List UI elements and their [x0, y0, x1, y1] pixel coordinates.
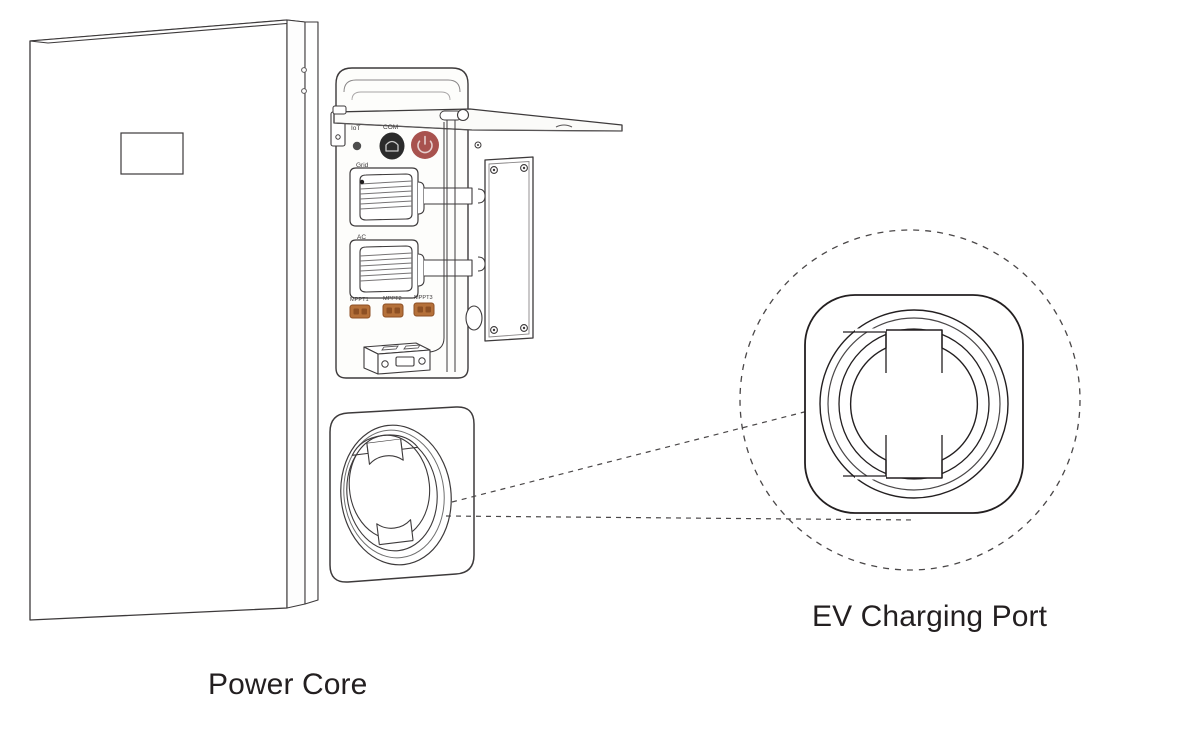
grid-plug-ribs [359, 180, 413, 210]
strip-screw-top [301, 67, 307, 73]
side-cover-outline [484, 156, 534, 342]
shelf-front-lip [333, 122, 623, 132]
mppt1-pin-left [353, 308, 359, 315]
callout-line-lower [445, 515, 917, 521]
magnifier-dashed-circle [739, 229, 1081, 571]
cabinet-front-face [29, 19, 288, 621]
detail-ring-middle [838, 328, 990, 480]
grid-gland-group: Grid [349, 162, 473, 227]
mppt3-connector[interactable] [413, 302, 435, 317]
magnified-detail-group [739, 229, 1081, 571]
mppt2-pin-left [386, 307, 392, 314]
panel-housing-ridge [351, 91, 451, 101]
bracket-cable [429, 122, 445, 353]
panel-housing-inner-line [343, 79, 461, 93]
mppt3-pin-left [417, 306, 423, 313]
ev-port-keyway-bottom [376, 519, 414, 545]
side-cover-screw-tl-dot [492, 168, 496, 172]
bracket-center-window [395, 356, 415, 367]
com-port-connector[interactable] [379, 132, 405, 160]
bracket-slot-right [403, 344, 421, 350]
side-cover-tab-2 [477, 256, 486, 272]
bracket-screw-right [418, 357, 426, 365]
side-cover-tab-3 [465, 305, 483, 331]
cabinet-side-strip [286, 19, 306, 609]
shelf-end-tab [555, 124, 573, 128]
bracket-screw-left [381, 360, 389, 368]
iot-port-group[interactable]: IoT [351, 125, 362, 151]
ev-port-inner-body-group [348, 434, 431, 546]
iot-indicator-led[interactable] [352, 141, 362, 151]
mppt1-connector[interactable] [349, 304, 371, 319]
bracket-slot-left [381, 345, 399, 351]
cabinet-label-plate [120, 132, 184, 175]
caption-power-core: Power Core [208, 668, 368, 701]
mounting-bracket [363, 122, 445, 375]
ac-label: AC [357, 234, 366, 241]
mppt3-group[interactable]: MPPT3 [413, 295, 435, 317]
com-port-keyway-icon [385, 140, 399, 152]
internal-conduit-lines [446, 120, 456, 372]
top-shelf-cover [332, 105, 623, 132]
shelf-hinge-right [439, 108, 470, 122]
strip-screw-second [301, 88, 307, 94]
mppt3-label: MPPT3 [414, 295, 433, 301]
ev-port-keyway-bottom-cap [379, 540, 414, 546]
side-cover-screw-br-dot [522, 326, 526, 330]
inverter-back-panel [304, 21, 319, 605]
side-cover-screw-bl-dot [492, 328, 496, 332]
ac-connector-neck [417, 253, 425, 287]
mppt2-label: MPPT2 [383, 296, 402, 302]
mppt2-group[interactable]: MPPT2 [382, 296, 404, 318]
power-icon [417, 135, 433, 154]
upper-side-screw-dot [477, 144, 479, 146]
grid-label: Grid [356, 162, 369, 169]
side-cover-plate [465, 141, 534, 342]
power-core-cabinet [29, 19, 306, 621]
grid-cable-run [424, 187, 473, 205]
ac-cable-run [424, 259, 473, 277]
com-port-group[interactable]: COM [379, 124, 405, 160]
detail-ring-outer [819, 309, 1009, 499]
detail-ring-outer-inner [827, 317, 1001, 491]
com-label: COM [383, 124, 398, 131]
ac-plug-ribs [359, 252, 413, 282]
side-cover-tab-1 [477, 188, 486, 204]
ev-port-on-unit[interactable] [329, 406, 475, 583]
caption-ev-charging-port: EV Charging Port [812, 600, 1048, 633]
detail-keyway-upper [885, 330, 943, 373]
mppt-connectors-group: MPPT1 MPPT2 MPPT3 [349, 295, 435, 319]
side-cover-screw-tr-dot [522, 166, 526, 170]
mppt2-connector[interactable] [382, 303, 404, 318]
side-cover-inner-line [488, 161, 530, 338]
mppt1-label: MPPT1 [350, 297, 369, 303]
ev-port-ring-outer-2 [343, 429, 445, 559]
ac-gland-group: AC [349, 234, 473, 299]
power-button[interactable] [411, 131, 439, 159]
mppt1-pin-right [361, 308, 367, 315]
power-button-group[interactable] [411, 131, 439, 159]
iot-label: IoT [351, 125, 360, 132]
shelf-clip-left [332, 105, 347, 115]
hinge-screw-bottom [335, 134, 341, 140]
mppt3-pin-right [425, 306, 431, 313]
grid-connector-neck [417, 181, 425, 215]
grid-plug-keydot [359, 179, 365, 185]
detail-keyway-lower [885, 435, 943, 478]
ev-port-keyway-top [366, 439, 404, 465]
mppt1-group[interactable]: MPPT1 [349, 297, 371, 319]
mppt2-pin-right [394, 307, 400, 314]
